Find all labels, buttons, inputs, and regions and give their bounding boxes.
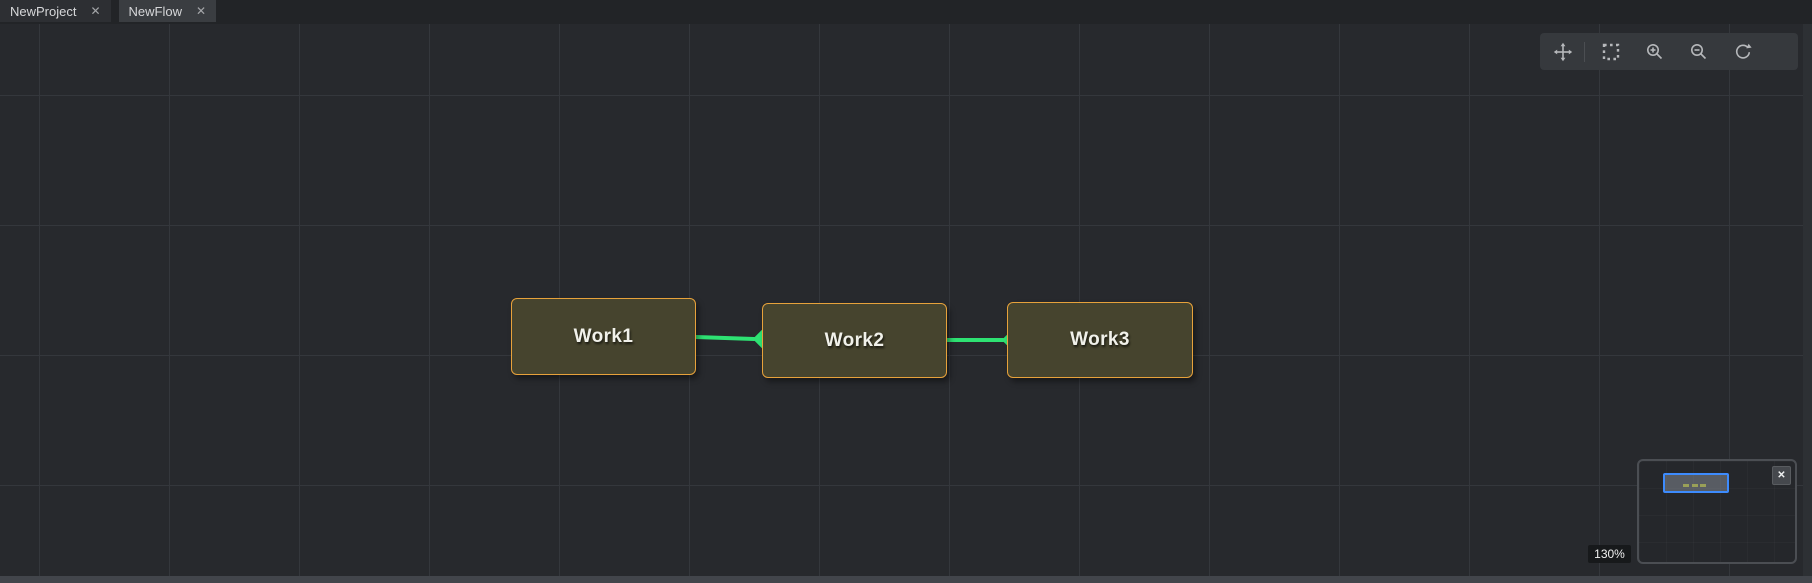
move-icon <box>1553 42 1573 61</box>
flow-node-n3[interactable]: Work3 <box>1007 302 1193 378</box>
edge-n1-n2[interactable] <box>694 335 756 341</box>
zoom-in-button[interactable] <box>1633 33 1677 70</box>
canvas-toolbar <box>1540 33 1798 70</box>
tab-bar: NewProject ✕ NewFlow ✕ <box>0 0 1812 24</box>
minimap-node-mark <box>1700 484 1706 487</box>
minimap-close-button[interactable]: ✕ <box>1772 466 1791 485</box>
tab-newflow[interactable]: NewFlow ✕ <box>118 0 217 22</box>
node-label: Work2 <box>824 329 885 351</box>
toolbar-separator <box>1584 41 1585 62</box>
refresh-icon <box>1735 43 1752 59</box>
pan-button[interactable] <box>1546 33 1580 70</box>
minimap-node-mark <box>1683 484 1689 487</box>
tab-close-icon[interactable]: ✕ <box>196 4 207 18</box>
refresh-button[interactable] <box>1721 33 1765 70</box>
tab-label: NewFlow <box>128 3 182 19</box>
zoom-level-indicator: 130% <box>1588 545 1631 563</box>
marquee-icon <box>1602 43 1620 60</box>
zoom-out-icon <box>1691 43 1707 59</box>
tab-close-icon[interactable]: ✕ <box>90 4 101 18</box>
minimap-node-mark <box>1692 484 1698 487</box>
node-label: Work3 <box>1070 329 1130 350</box>
zoom-in-icon <box>1647 43 1663 59</box>
select-area-button[interactable] <box>1589 33 1633 70</box>
zoom-out-button[interactable] <box>1677 33 1721 70</box>
minimap[interactable]: ✕ <box>1637 459 1797 564</box>
minimap-viewport[interactable] <box>1663 473 1729 493</box>
horizontal-scrollbar[interactable] <box>0 576 1812 583</box>
tab-newproject[interactable]: NewProject ✕ <box>0 0 111 22</box>
flow-node-n1[interactable]: Work1 <box>511 298 696 375</box>
flow-node-n2[interactable]: Work2 <box>762 303 947 378</box>
tab-label: NewProject <box>10 3 77 19</box>
vertical-scrollbar[interactable] <box>1803 0 1812 583</box>
node-label: Work1 <box>573 325 634 347</box>
